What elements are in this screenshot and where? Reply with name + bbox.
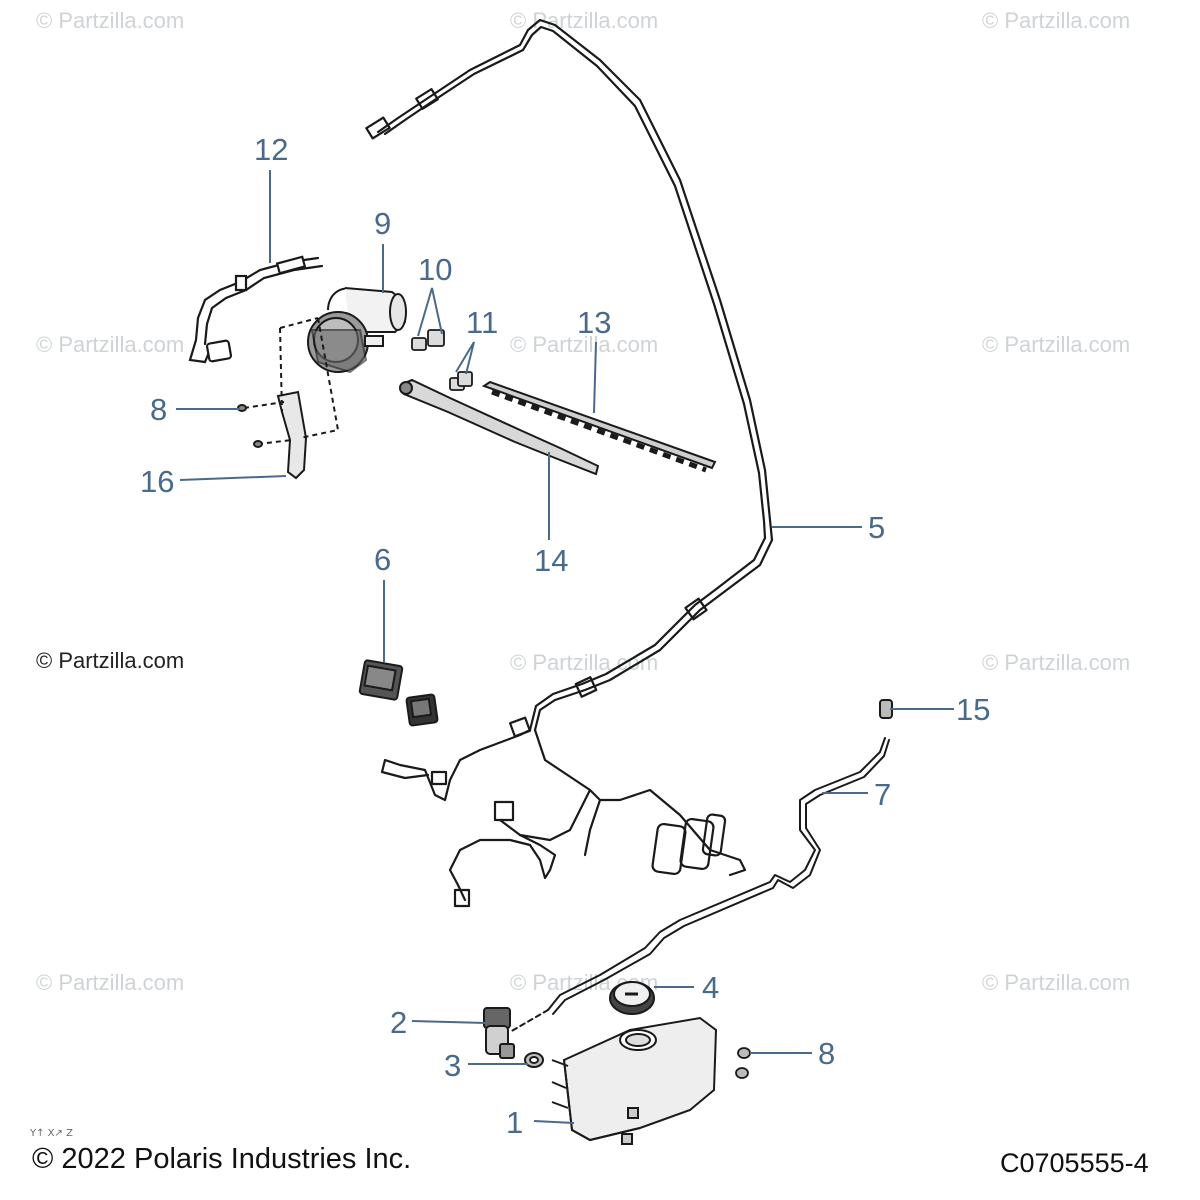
part-3-grommet	[524, 1052, 544, 1068]
watermark: © Partzilla.com	[36, 8, 184, 33]
part-13-wiper-blade	[481, 380, 717, 473]
watermark: © Partzilla.com	[982, 970, 1130, 995]
watermark: © Partzilla.com	[510, 650, 658, 675]
callout-2: 2	[390, 1005, 407, 1040]
watermark: © Partzilla.com	[510, 8, 658, 33]
watermark: © Partzilla.com	[982, 650, 1130, 675]
copyright-notice: © 2022 Polaris Industries Inc.	[32, 1143, 412, 1175]
part-9-wiper-motor	[307, 287, 407, 374]
axis-indicator-icon: Y↑ X↗ Z	[30, 1128, 73, 1139]
part-6-switch-connectors	[358, 659, 439, 727]
callout-5: 5	[868, 510, 885, 545]
callout-3: 3	[444, 1048, 461, 1083]
drawing-code: C0705555-4	[1000, 1148, 1149, 1178]
watermark: © Partzilla.com	[982, 332, 1130, 357]
callout-8-lower: 8	[818, 1036, 835, 1071]
callout-7: 7	[874, 777, 891, 812]
callouts: 1 2 3 4 5 6 7 8 8 9 10 11 12 13 14 15 16	[140, 132, 990, 1140]
leader-1	[533, 1120, 575, 1124]
part-14-wiper-arm	[399, 378, 600, 476]
callout-4: 4	[702, 970, 719, 1005]
leader-11	[455, 341, 475, 375]
part-4-reservoir-cap	[609, 981, 655, 1015]
callout-14: 14	[534, 543, 568, 578]
leader-10	[417, 287, 443, 337]
callout-15: 15	[956, 692, 990, 727]
part-10-nuts	[411, 329, 445, 351]
part-11-nut-cap	[449, 371, 473, 391]
callout-6: 6	[374, 542, 391, 577]
leader-16	[179, 475, 287, 481]
callout-13: 13	[577, 305, 611, 340]
callout-12: 12	[254, 132, 288, 167]
part-16-bracket	[237, 317, 340, 480]
part-5-harness	[365, 18, 774, 908]
leader-2	[411, 1020, 487, 1024]
part-8-screws	[735, 1047, 751, 1079]
callout-9: 9	[374, 206, 391, 241]
callout-11: 11	[466, 305, 498, 340]
watermark: © Partzilla.com	[982, 8, 1130, 33]
watermark: © Partzilla.com	[510, 332, 658, 357]
watermark: © Partzilla.com	[36, 332, 184, 357]
part-2-washer-pump	[483, 1007, 515, 1059]
partzilla-mark: © Partzilla.com	[36, 648, 185, 673]
part-7-washer-hose	[509, 737, 890, 1033]
part-12-wiring-lead	[188, 255, 324, 364]
callout-16: 16	[140, 464, 174, 499]
watermark: © Partzilla.com	[36, 970, 184, 995]
leader-13	[593, 341, 597, 414]
part-1-reservoir-tank	[551, 1016, 718, 1145]
callout-1: 1	[506, 1105, 523, 1140]
leader-lines	[176, 170, 954, 1124]
watermark-layer: © Partzilla.com © Partzilla.com © Partzi…	[36, 8, 1130, 995]
callout-8-upper: 8	[150, 392, 167, 427]
callout-10: 10	[418, 252, 452, 287]
